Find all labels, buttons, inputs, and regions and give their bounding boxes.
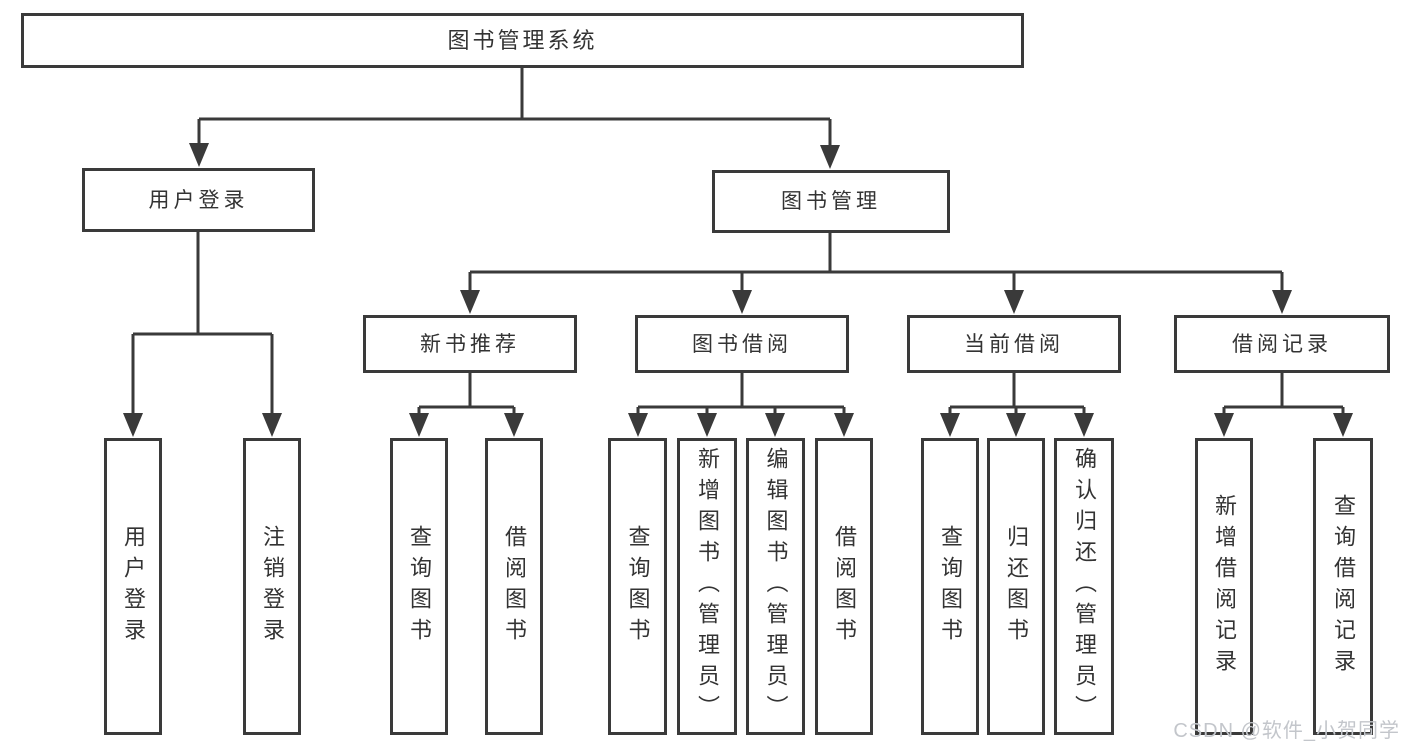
node-current-borrow: 当前借阅 (907, 315, 1121, 373)
leaf-return-book: 归还图书 (987, 438, 1045, 735)
connector-lines (131, 68, 1345, 416)
connector-arrowheads (123, 143, 1353, 437)
node-book-borrow: 图书借阅 (635, 315, 849, 373)
leaf-confirm-return-admin: 确认归还（管理员） (1054, 438, 1114, 735)
leaf-add-borrow-record: 新增借阅记录 (1195, 438, 1253, 735)
leaf-query-borrow-record: 查询借阅记录 (1313, 438, 1373, 735)
node-book-management: 图书管理 (712, 170, 950, 233)
node-new-book-recommend: 新书推荐 (363, 315, 577, 373)
leaf-borrow-book-1: 借阅图书 (485, 438, 543, 735)
leaf-borrow-book-2: 借阅图书 (815, 438, 873, 735)
node-borrow-record: 借阅记录 (1174, 315, 1390, 373)
leaf-user-login: 用户登录 (104, 438, 162, 735)
csdn-watermark: CSDN @软件_小贺同学 (1173, 720, 1400, 742)
node-root-system: 图书管理系统 (21, 13, 1024, 68)
leaf-logout: 注销登录 (243, 438, 301, 735)
leaf-query-book-2: 查询图书 (608, 438, 667, 735)
leaf-add-book-admin: 新增图书（管理员） (677, 438, 737, 735)
leaf-query-book-1: 查询图书 (390, 438, 448, 735)
leaf-edit-book-admin: 编辑图书（管理员） (746, 438, 805, 735)
node-user-login: 用户登录 (82, 168, 315, 232)
leaf-query-book-3: 查询图书 (921, 438, 979, 735)
